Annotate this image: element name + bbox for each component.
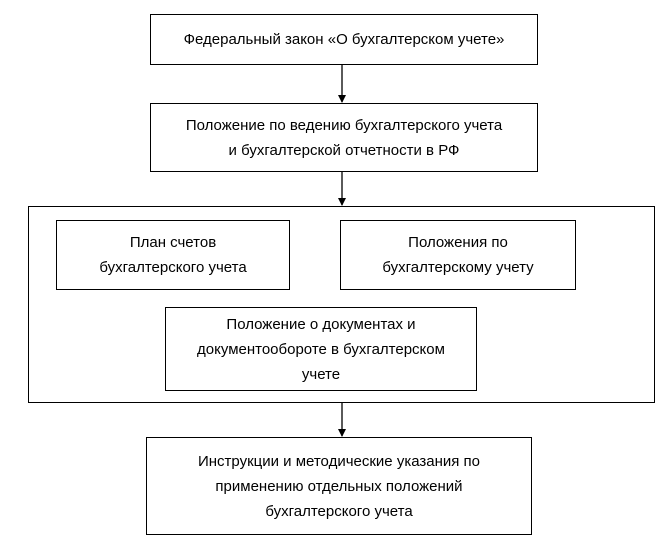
node-accounting-regulation-text: Положение по ведению бухгалтерского учет…	[185, 116, 503, 159]
node-instructions: Инструкции и методические указания по пр…	[146, 437, 532, 535]
node-chart-of-accounts-text: План счетов бухгалтерского учета	[99, 234, 247, 276]
node-accounting-regulations: Положения по бухгалтерскому учету	[340, 220, 576, 290]
node-accounting-regulations-text: Положения по бухгалтерскому учету	[382, 234, 534, 276]
node-accounting-regulation: Положение по ведению бухгалтерского учет…	[150, 103, 538, 172]
node-federal-law-text: Федеральный закон «О бухгалтерском учете…	[183, 31, 505, 48]
node-chart-of-accounts: План счетов бухгалтерского учета	[56, 220, 290, 290]
level3-group	[28, 206, 655, 403]
node-federal-law: Федеральный закон «О бухгалтерском учете…	[150, 14, 538, 65]
node-documents-regulation-text: Положение о документах и документооборот…	[197, 315, 445, 383]
node-documents-regulation: Положение о документах и документооборот…	[165, 307, 477, 391]
node-instructions-text: Инструкции и методические указания по пр…	[197, 452, 481, 520]
